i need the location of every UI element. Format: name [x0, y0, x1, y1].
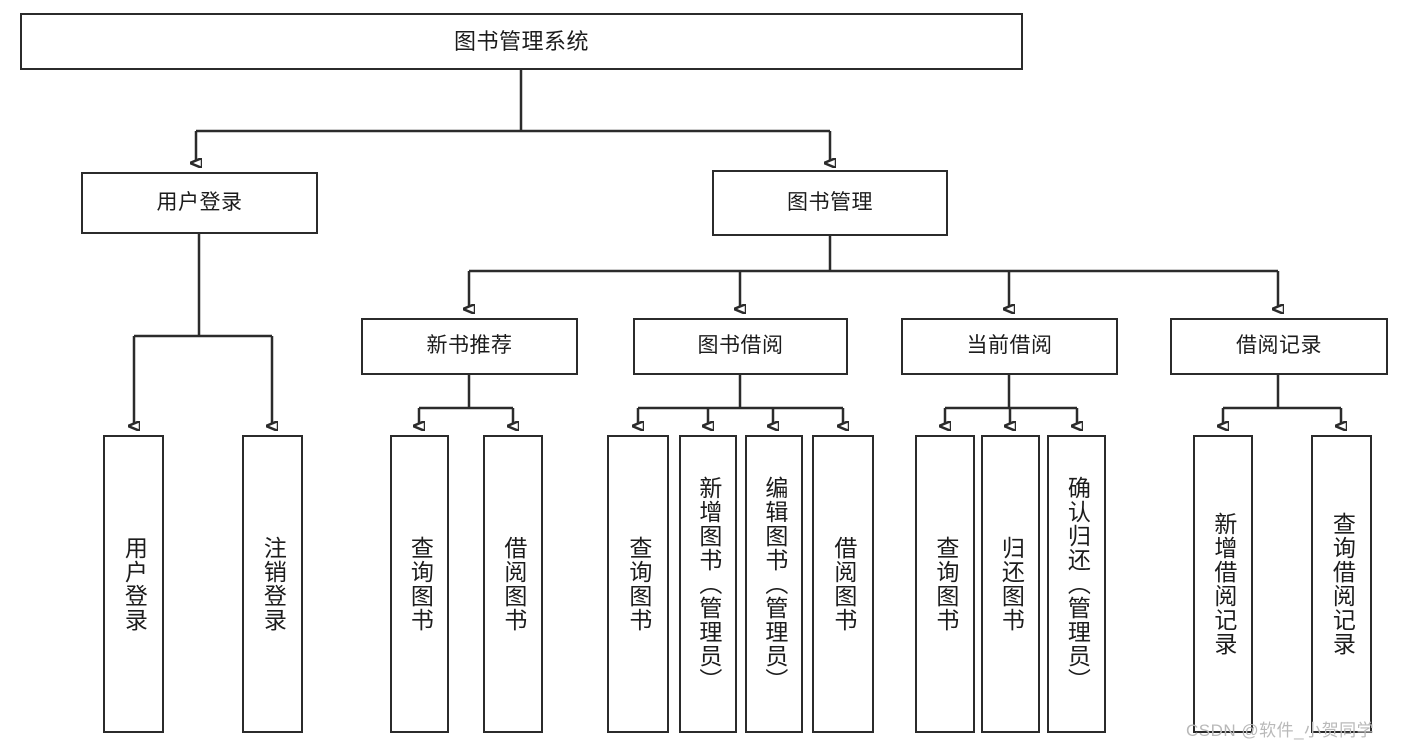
leaf-query-book-borrow[interactable]: 查询图书	[607, 435, 669, 733]
node-label: 新书推荐	[426, 334, 513, 358]
watermark: CSDN @软件_小贺同学	[1186, 721, 1375, 740]
node-user-login[interactable]: 用户登录	[81, 172, 318, 234]
leaf-query-book-recommend[interactable]: 查询图书	[390, 435, 449, 733]
node-book-management[interactable]: 图书管理	[712, 170, 948, 236]
node-label: 借阅图书	[830, 536, 857, 632]
node-label: 新增图书（管理员）	[695, 476, 722, 692]
node-label: 编辑图书（管理员）	[761, 476, 788, 692]
leaf-borrow-book[interactable]: 借阅图书	[812, 435, 874, 733]
node-label: 借阅记录	[1236, 334, 1322, 358]
leaf-return-book[interactable]: 归还图书	[981, 435, 1040, 733]
node-label: 借阅图书	[500, 536, 527, 632]
node-new-book-recommend[interactable]: 新书推荐	[361, 318, 578, 375]
node-label: 图书管理系统	[453, 28, 589, 54]
node-label: 查询图书	[407, 536, 434, 632]
leaf-borrow-book-recommend[interactable]: 借阅图书	[483, 435, 543, 733]
node-label: 查询图书	[932, 536, 959, 632]
leaf-user-login[interactable]: 用户登录	[103, 435, 164, 733]
node-label: 查询图书	[625, 536, 652, 632]
leaf-add-borrow-record[interactable]: 新增借阅记录	[1193, 435, 1253, 733]
leaf-logout[interactable]: 注销登录	[242, 435, 303, 733]
node-label: 新增借阅记录	[1210, 512, 1237, 656]
leaf-query-book-current[interactable]: 查询图书	[915, 435, 975, 733]
leaf-confirm-return-admin[interactable]: 确认归还（管理员）	[1047, 435, 1106, 733]
leaf-add-book-admin[interactable]: 新增图书（管理员）	[679, 435, 737, 733]
node-label: 注销登录	[260, 536, 287, 632]
node-label: 用户登录	[156, 190, 243, 214]
node-label: 用户登录	[121, 536, 148, 632]
leaf-query-borrow-record[interactable]: 查询借阅记录	[1311, 435, 1372, 733]
node-label: 确认归还（管理员）	[1064, 476, 1091, 692]
node-label: 归还图书	[998, 536, 1025, 632]
leaf-edit-book-admin[interactable]: 编辑图书（管理员）	[745, 435, 803, 733]
node-label: 查询借阅记录	[1329, 512, 1356, 656]
node-label: 图书管理	[787, 190, 873, 214]
node-root-system[interactable]: 图书管理系统	[20, 13, 1023, 70]
node-current-borrow[interactable]: 当前借阅	[901, 318, 1118, 375]
node-book-borrow[interactable]: 图书借阅	[633, 318, 848, 375]
node-label: 图书借阅	[697, 334, 784, 358]
node-borrow-record[interactable]: 借阅记录	[1170, 318, 1388, 375]
node-label: 当前借阅	[966, 334, 1053, 358]
